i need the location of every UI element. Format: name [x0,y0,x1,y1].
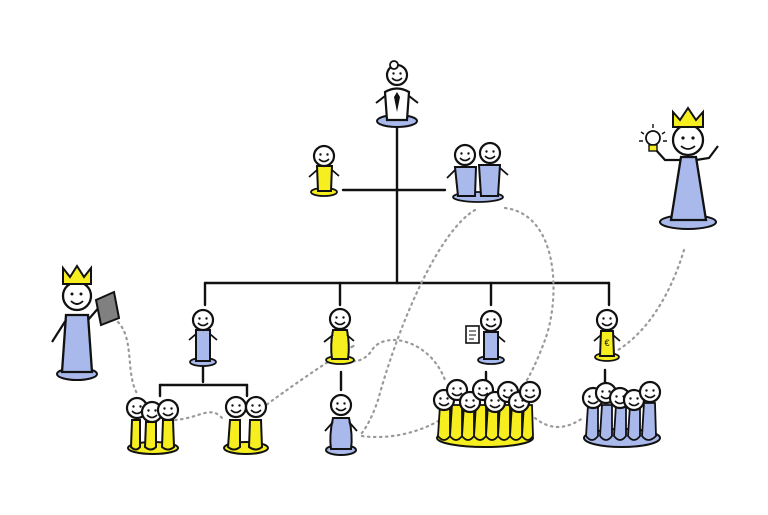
dotted-path-team3-team4 [533,416,585,429]
document-icon [94,290,121,327]
dotted-path-duo-long [468,206,555,427]
lightbulb-icon [639,124,667,152]
crown-icon [672,106,704,128]
document-icon [465,325,480,344]
lead-2 [323,307,355,365]
dotted-path-team1-link [173,411,224,422]
dotted-path-solo-team3 [360,418,442,439]
team-1a [125,396,180,455]
lead-3 [465,309,506,365]
assistant-figure [308,144,340,197]
king-with-idea [639,106,719,230]
king-with-flag [51,264,121,381]
team-2 [324,393,358,456]
manager-figure [375,60,419,128]
dotted-path-teams-loop [260,338,447,410]
lead-1 [188,308,218,367]
team-1b [223,395,269,455]
dotted-path-idea-king [616,248,686,352]
team-4 [581,380,662,448]
lead-4: € [593,308,621,362]
duo-group [446,141,509,203]
dotted-path-flag-king [116,320,140,397]
dotted-path-duo-arc [358,208,477,437]
svg-text:€: € [604,338,609,348]
tie-icon [394,92,400,112]
crown-icon [62,264,92,285]
org-connectors [158,126,611,398]
team-3 [432,378,542,448]
euro-sign-icon: € [604,338,609,348]
